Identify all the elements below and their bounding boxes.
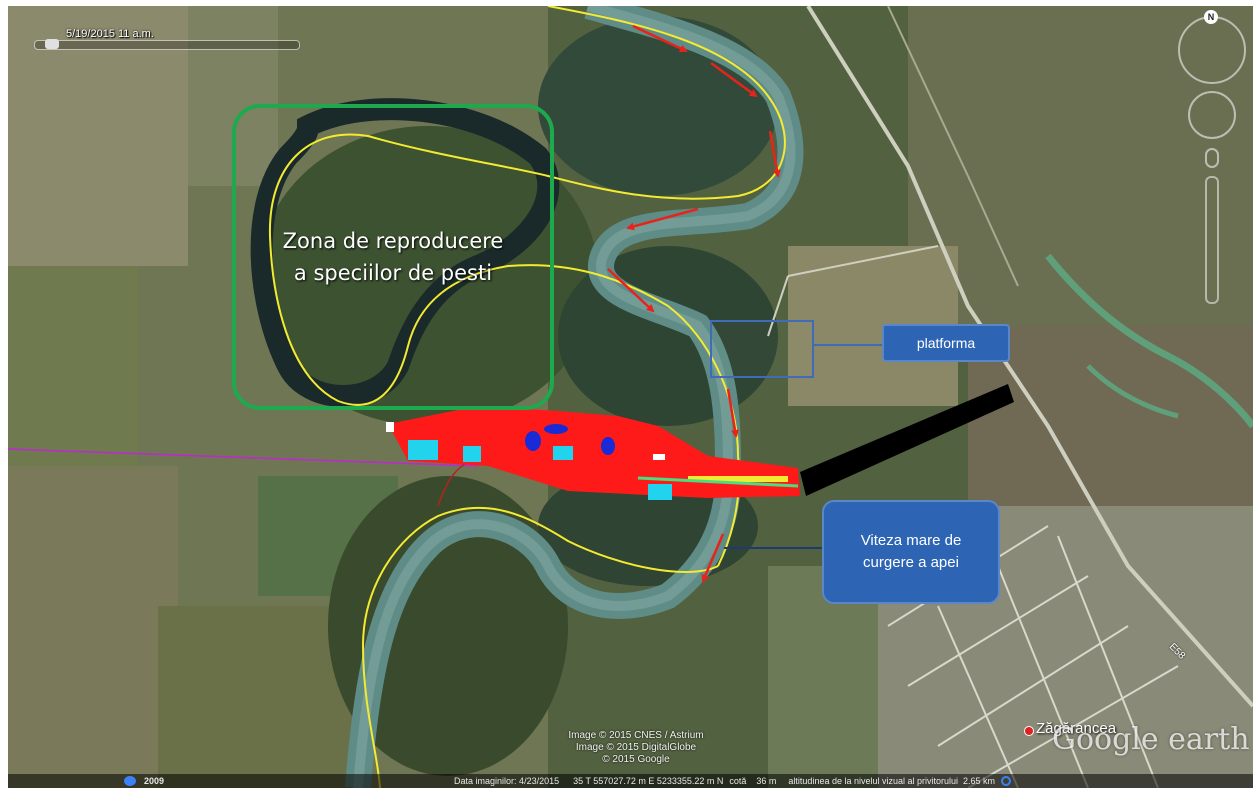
street-view-icon[interactable] [1205, 148, 1219, 168]
eye-altitude-readout: altitudinea de la nivelul vizual al priv… [788, 776, 996, 786]
river-trace-upper [268, 6, 786, 567]
oxbow-lake [250, 98, 560, 407]
time-slider-handle[interactable] [45, 39, 59, 49]
bridge-cyan-zone [648, 484, 672, 500]
flow-arrow [607, 268, 655, 313]
forest-patch [328, 476, 568, 776]
bridge-footprint [386, 384, 1014, 500]
flow-arrow [768, 130, 781, 178]
zoom-slider[interactable] [1205, 176, 1219, 304]
credit-line: Image © 2015 DigitalGlobe [575, 742, 697, 753]
field-area [968, 326, 1253, 506]
velocity-callout: Viteza mare de curgere a apei [822, 500, 1000, 604]
credit-line: Image © 2015 CNES / Astrium [568, 730, 704, 741]
field-area [8, 466, 178, 788]
fish-spawning-zone-label: Zona de reproducere a speciilor de pesti [282, 229, 504, 285]
side-channel [1045, 253, 1253, 429]
road-e58 [806, 6, 1253, 708]
flow-arrow [726, 388, 739, 438]
bridge-marker [653, 454, 665, 460]
forest-patch [258, 126, 598, 426]
streaming-indicator-icon [1001, 776, 1012, 786]
field-area [8, 266, 138, 466]
flow-arrow [701, 533, 725, 583]
access-road [787, 245, 939, 277]
side-channel [1086, 364, 1179, 419]
platform-outline [710, 320, 814, 378]
field-area [158, 606, 358, 788]
access-road [767, 275, 789, 337]
platform-callout: platforma [882, 324, 1010, 362]
bridge-blue-zone [544, 424, 568, 434]
historical-imagery-icon[interactable] [124, 776, 136, 786]
time-slider[interactable] [34, 39, 300, 50]
status-bar: 2009 Data imaginilor: 4/23/2015 35 T 557… [8, 774, 1253, 788]
look-joystick[interactable] [1188, 91, 1236, 139]
elevation-readout: cotă 36 m [729, 776, 777, 786]
forest-patch [538, 16, 778, 196]
place-name: Zăgărancea [1036, 720, 1117, 737]
bridge-red-zone [388, 406, 800, 498]
map-viewport[interactable]: 5/19/2015 11 a.m. N Zona de reproducere … [8, 6, 1253, 788]
bridge-yellow-lane [688, 476, 788, 482]
place-marker-icon [1024, 726, 1034, 736]
bridge-cyan-zone [553, 446, 573, 460]
flow-arrows [607, 24, 781, 583]
google-earth-watermark: Google earth [1052, 722, 1250, 757]
railway [887, 6, 1019, 287]
bridge-cyan-zone [463, 446, 481, 462]
village-streets [887, 525, 1179, 788]
bridge-black-segment [800, 384, 1014, 496]
flow-arrow [626, 207, 699, 231]
time-slider-label: 5/19/2015 11 a.m. [66, 28, 154, 40]
river-highlight [353, 6, 796, 788]
flow-arrow [632, 24, 688, 53]
bridge-blue-zone [601, 437, 615, 455]
flow-arrow [710, 61, 758, 98]
velocity-connector [724, 547, 824, 549]
north-icon[interactable]: N [1204, 10, 1218, 24]
reference-line [8, 448, 479, 467]
imagery-credits: Image © 2015 CNES / Astrium Image © 2015… [546, 730, 726, 766]
fish-spawning-zone: Zona de reproducere a speciilor de pesti [232, 104, 554, 410]
bridge-marker [386, 422, 394, 432]
bridge-green-line [637, 476, 799, 488]
navigation-ring[interactable] [1178, 16, 1246, 84]
credit-line: © 2015 Google [602, 754, 670, 765]
river-trace-lower [361, 506, 719, 788]
platform-connector [814, 344, 884, 346]
bridge-cyan-zone [408, 440, 438, 460]
satellite-map[interactable] [8, 6, 1253, 788]
year-label: 2009 [144, 776, 165, 786]
coordinates-readout: 35 T 557027.72 m E 5233355.22 m N [573, 776, 724, 786]
bridge-blue-zone [525, 431, 541, 451]
imagery-date: Data imaginilor: 4/23/2015 [454, 776, 560, 786]
